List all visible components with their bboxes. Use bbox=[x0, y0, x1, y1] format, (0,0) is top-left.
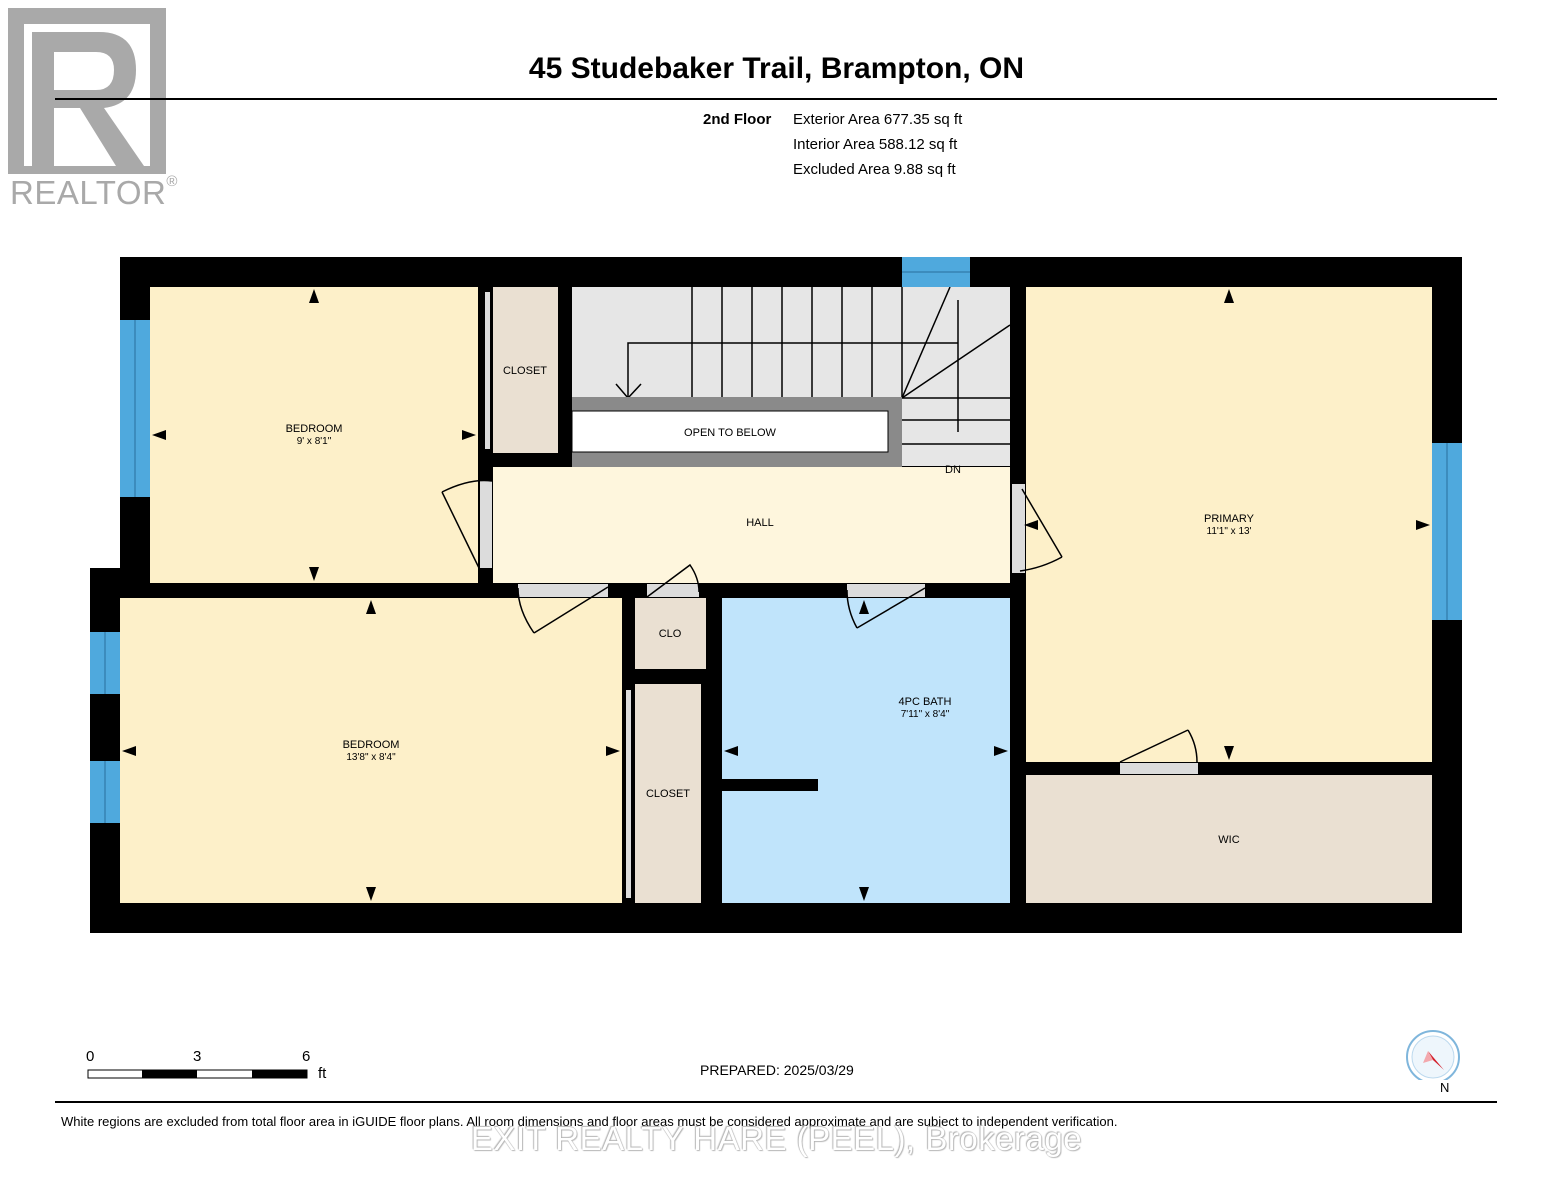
header-rule bbox=[55, 98, 1497, 100]
excluded-area: Excluded Area 9.88 sq ft bbox=[793, 161, 956, 178]
staircase bbox=[615, 286, 1011, 445]
label-clo: CLO bbox=[659, 628, 682, 640]
window-mullions bbox=[104, 271, 1448, 823]
room-primary bbox=[1026, 287, 1432, 762]
compass: N bbox=[1404, 1030, 1464, 1100]
label-wic: WIC bbox=[1218, 834, 1239, 846]
exterior-area: Exterior Area 677.35 sq ft bbox=[793, 111, 963, 128]
compass-rose-icon bbox=[1406, 1030, 1460, 1084]
realtor-wordmark: REALTOR® bbox=[10, 173, 178, 212]
dims-primary: 11'1" x 13' bbox=[1207, 526, 1252, 537]
room-hall bbox=[493, 467, 1010, 583]
open-to-below bbox=[571, 410, 889, 453]
room-closet-1 bbox=[493, 287, 558, 453]
label-open-to-below: OPEN TO BELOW bbox=[684, 427, 777, 439]
prepared-date: PREPARED: 2025/03/29 bbox=[700, 1062, 854, 1078]
door-swings bbox=[441, 479, 1198, 763]
room-closet-2 bbox=[635, 684, 701, 903]
registered-mark: ® bbox=[166, 173, 178, 190]
realtor-r-mark-icon bbox=[8, 8, 166, 174]
scale-tick-3: 3 bbox=[193, 1048, 202, 1065]
room-bedroom-2 bbox=[120, 598, 622, 903]
label-closet-2: CLOSET bbox=[646, 788, 690, 800]
scale-tick-6: 6 bbox=[302, 1048, 311, 1065]
room-clo bbox=[635, 598, 706, 669]
label-bath: 4PC BATH bbox=[899, 696, 952, 708]
label-closet-1: CLOSET bbox=[503, 365, 547, 377]
realtor-logo: REALTOR® bbox=[4, 4, 184, 212]
label-dn: DN bbox=[945, 464, 961, 476]
label-hall: HALL bbox=[746, 517, 774, 529]
room-bedroom-1 bbox=[150, 287, 478, 583]
footer-rule bbox=[55, 1101, 1497, 1103]
interior-area: Interior Area 588.12 sq ft bbox=[793, 136, 958, 153]
scale-bar bbox=[87, 1069, 308, 1079]
scale-unit: ft bbox=[318, 1065, 327, 1082]
room-wic bbox=[1026, 775, 1432, 903]
label-primary: PRIMARY bbox=[1204, 513, 1255, 525]
floor-label: 2nd Floor bbox=[703, 111, 772, 128]
disclaimer: White regions are excluded from total fl… bbox=[61, 1114, 1118, 1129]
brokerage-watermark: EXIT REALTY HARE (PEEL), Brokerage bbox=[470, 1120, 1083, 1157]
door-openings bbox=[480, 292, 1198, 898]
dims-bedroom-1: 9' x 8'1" bbox=[297, 436, 332, 447]
dims-bedroom-2: 13'8" x 8'4" bbox=[346, 752, 396, 763]
page-title: 45 Studebaker Trail, Brampton, ON bbox=[528, 52, 1025, 85]
dimension-arrows bbox=[122, 289, 1430, 901]
dims-bath: 7'11" x 8'4" bbox=[901, 709, 950, 720]
room-bath bbox=[722, 598, 1010, 903]
realtor-wordmark-text: REALTOR bbox=[10, 174, 167, 211]
label-bedroom-1: BEDROOM bbox=[286, 423, 343, 435]
scale-tick-0: 0 bbox=[86, 1048, 95, 1065]
compass-north-label: N bbox=[1440, 1080, 1450, 1095]
label-bedroom-2: BEDROOM bbox=[343, 739, 400, 751]
